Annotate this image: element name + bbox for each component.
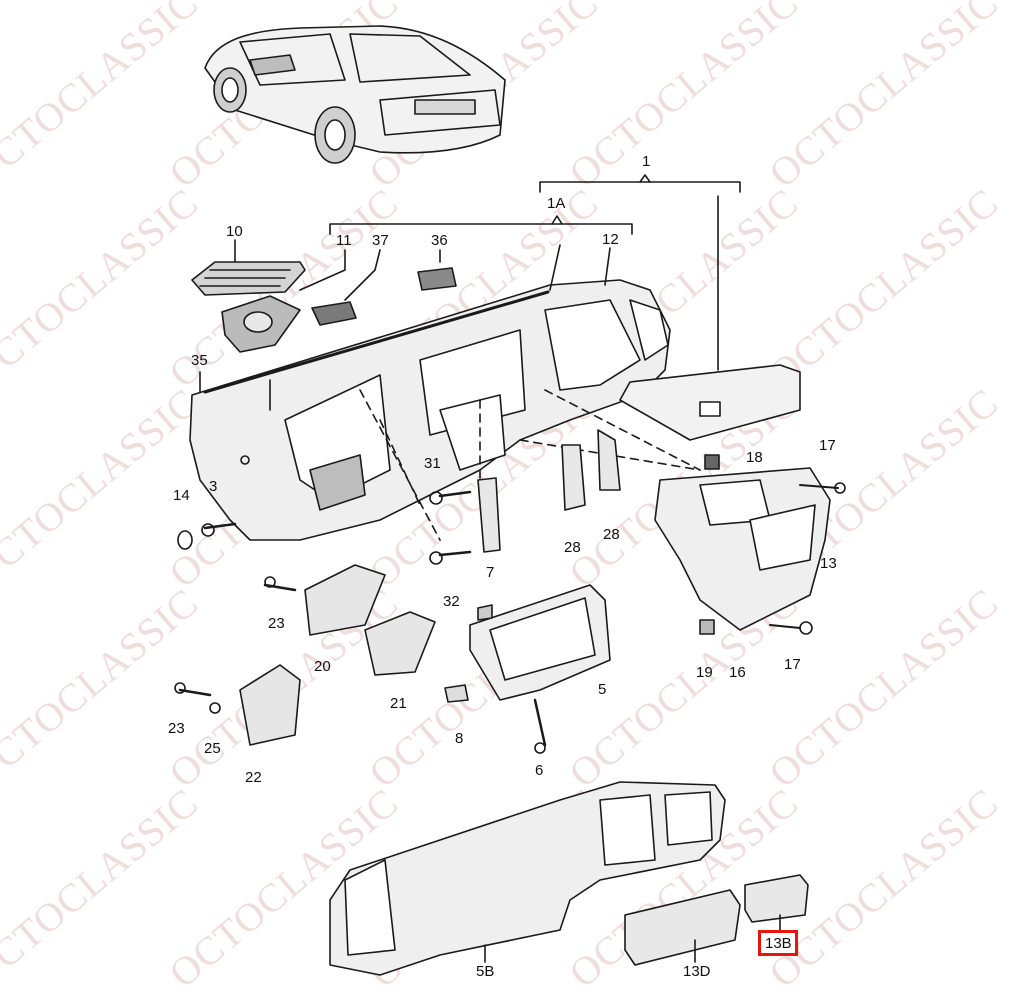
callout-5: 5: [598, 681, 607, 698]
callout-28-left: 28: [564, 539, 581, 556]
callout-35: 35: [191, 352, 208, 369]
callout-23-bottom: 23: [168, 720, 185, 737]
callout-10: 10: [226, 223, 243, 240]
callout-17-bottom: 17: [784, 656, 801, 673]
callout-28-right: 28: [603, 526, 620, 543]
part-5-instrument-housing: [469, 584, 611, 754]
callout-16: 16: [729, 664, 746, 681]
bracket-1: [539, 181, 741, 193]
leader-37: [344, 249, 381, 301]
part-28a: [561, 444, 586, 511]
part-36: [417, 267, 457, 291]
part-bracket: [477, 477, 501, 553]
part-22: [239, 664, 301, 746]
part-10-vent-grille: [191, 261, 306, 353]
car-sketch: [204, 25, 506, 164]
callout-1: 1: [642, 153, 651, 170]
callout-7: 7: [486, 564, 495, 581]
callout-13d: 13D: [683, 963, 711, 980]
part-7: [477, 604, 493, 621]
part-13b: [744, 874, 809, 923]
part-21: [364, 611, 436, 676]
part-13-frame: [654, 454, 846, 635]
callout-21: 21: [390, 695, 407, 712]
callout-18: 18: [746, 449, 763, 466]
glove-box: [619, 364, 801, 441]
callout-36: 36: [431, 232, 448, 249]
callout-22: 22: [245, 769, 262, 786]
bracket-1-tip: [639, 174, 651, 183]
callout-37: 37: [372, 232, 389, 249]
callout-19: 19: [696, 664, 713, 681]
part-37: [311, 301, 357, 326]
highlight-box-13b: [758, 930, 798, 956]
part-28b: [597, 429, 621, 491]
callout-13: 13: [820, 555, 837, 572]
callout-6: 6: [535, 762, 544, 779]
callout-17-top: 17: [819, 437, 836, 454]
leader-12: [604, 247, 611, 286]
callout-31: 31: [424, 455, 441, 472]
callout-25: 25: [204, 740, 221, 757]
leader-11: [299, 249, 346, 291]
callout-14: 14: [173, 487, 190, 504]
callout-1a: 1A: [547, 195, 566, 212]
callout-12: 12: [602, 231, 619, 248]
callout-13b: 13B: [765, 935, 792, 952]
callout-3: 3: [209, 478, 218, 495]
part-8: [444, 684, 469, 703]
bracket-1a: [329, 223, 633, 235]
dashboard-main: [189, 279, 671, 541]
bracket-1a-tip: [551, 215, 563, 225]
callout-23-top: 23: [268, 615, 285, 632]
part-5b-dashboard: [329, 781, 726, 976]
callout-8: 8: [455, 730, 464, 747]
callout-5b: 5B: [476, 963, 495, 980]
part-20: [304, 564, 386, 636]
part-13d: [624, 889, 741, 966]
callout-32: 32: [443, 593, 460, 610]
leader-1a: [549, 244, 561, 291]
callout-20: 20: [314, 658, 331, 675]
callout-11: 11: [336, 232, 352, 249]
